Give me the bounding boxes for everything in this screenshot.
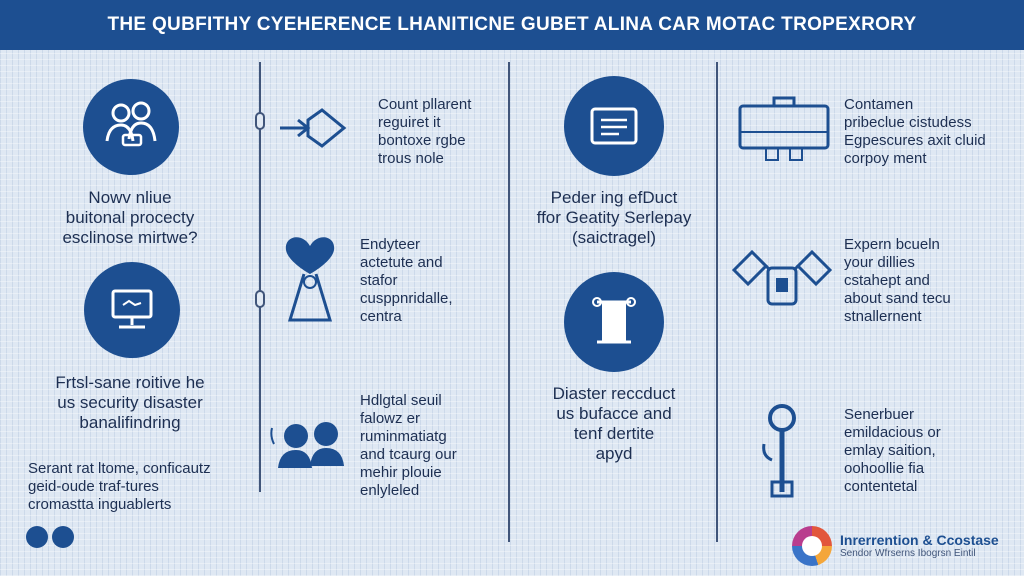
nav-dot-2[interactable] [52,526,74,548]
page-title: THE QUBFITHY CYEHERENCE LHANITICNE GUBET… [107,14,917,35]
scroll-icon [564,272,664,372]
device-icon [736,96,832,171]
divider-line-1 [259,62,261,492]
divider-line-3 [716,62,718,542]
brand-logo [792,526,832,566]
monitor-icon [84,262,180,358]
people-icon [83,79,179,175]
faces-icon [270,414,352,479]
brand-name: Inrerrention & Ccostase [840,532,999,548]
divider-marker [255,112,265,130]
satellite-icon [730,244,834,325]
document-icon [564,76,664,176]
key-icon [760,400,802,505]
divider-marker [255,290,265,308]
nav-dot-1[interactable] [26,526,48,548]
heart-figure-icon [280,228,340,329]
divider-line-2 [508,62,510,542]
connector-icon [278,100,368,161]
page-title-banner: THE QUBFITHY CYEHERENCE LHANITICNE GUBET… [0,0,1024,50]
brand-tagline: Sendor Wfrserns Ibogrsn Eintil [840,548,976,559]
